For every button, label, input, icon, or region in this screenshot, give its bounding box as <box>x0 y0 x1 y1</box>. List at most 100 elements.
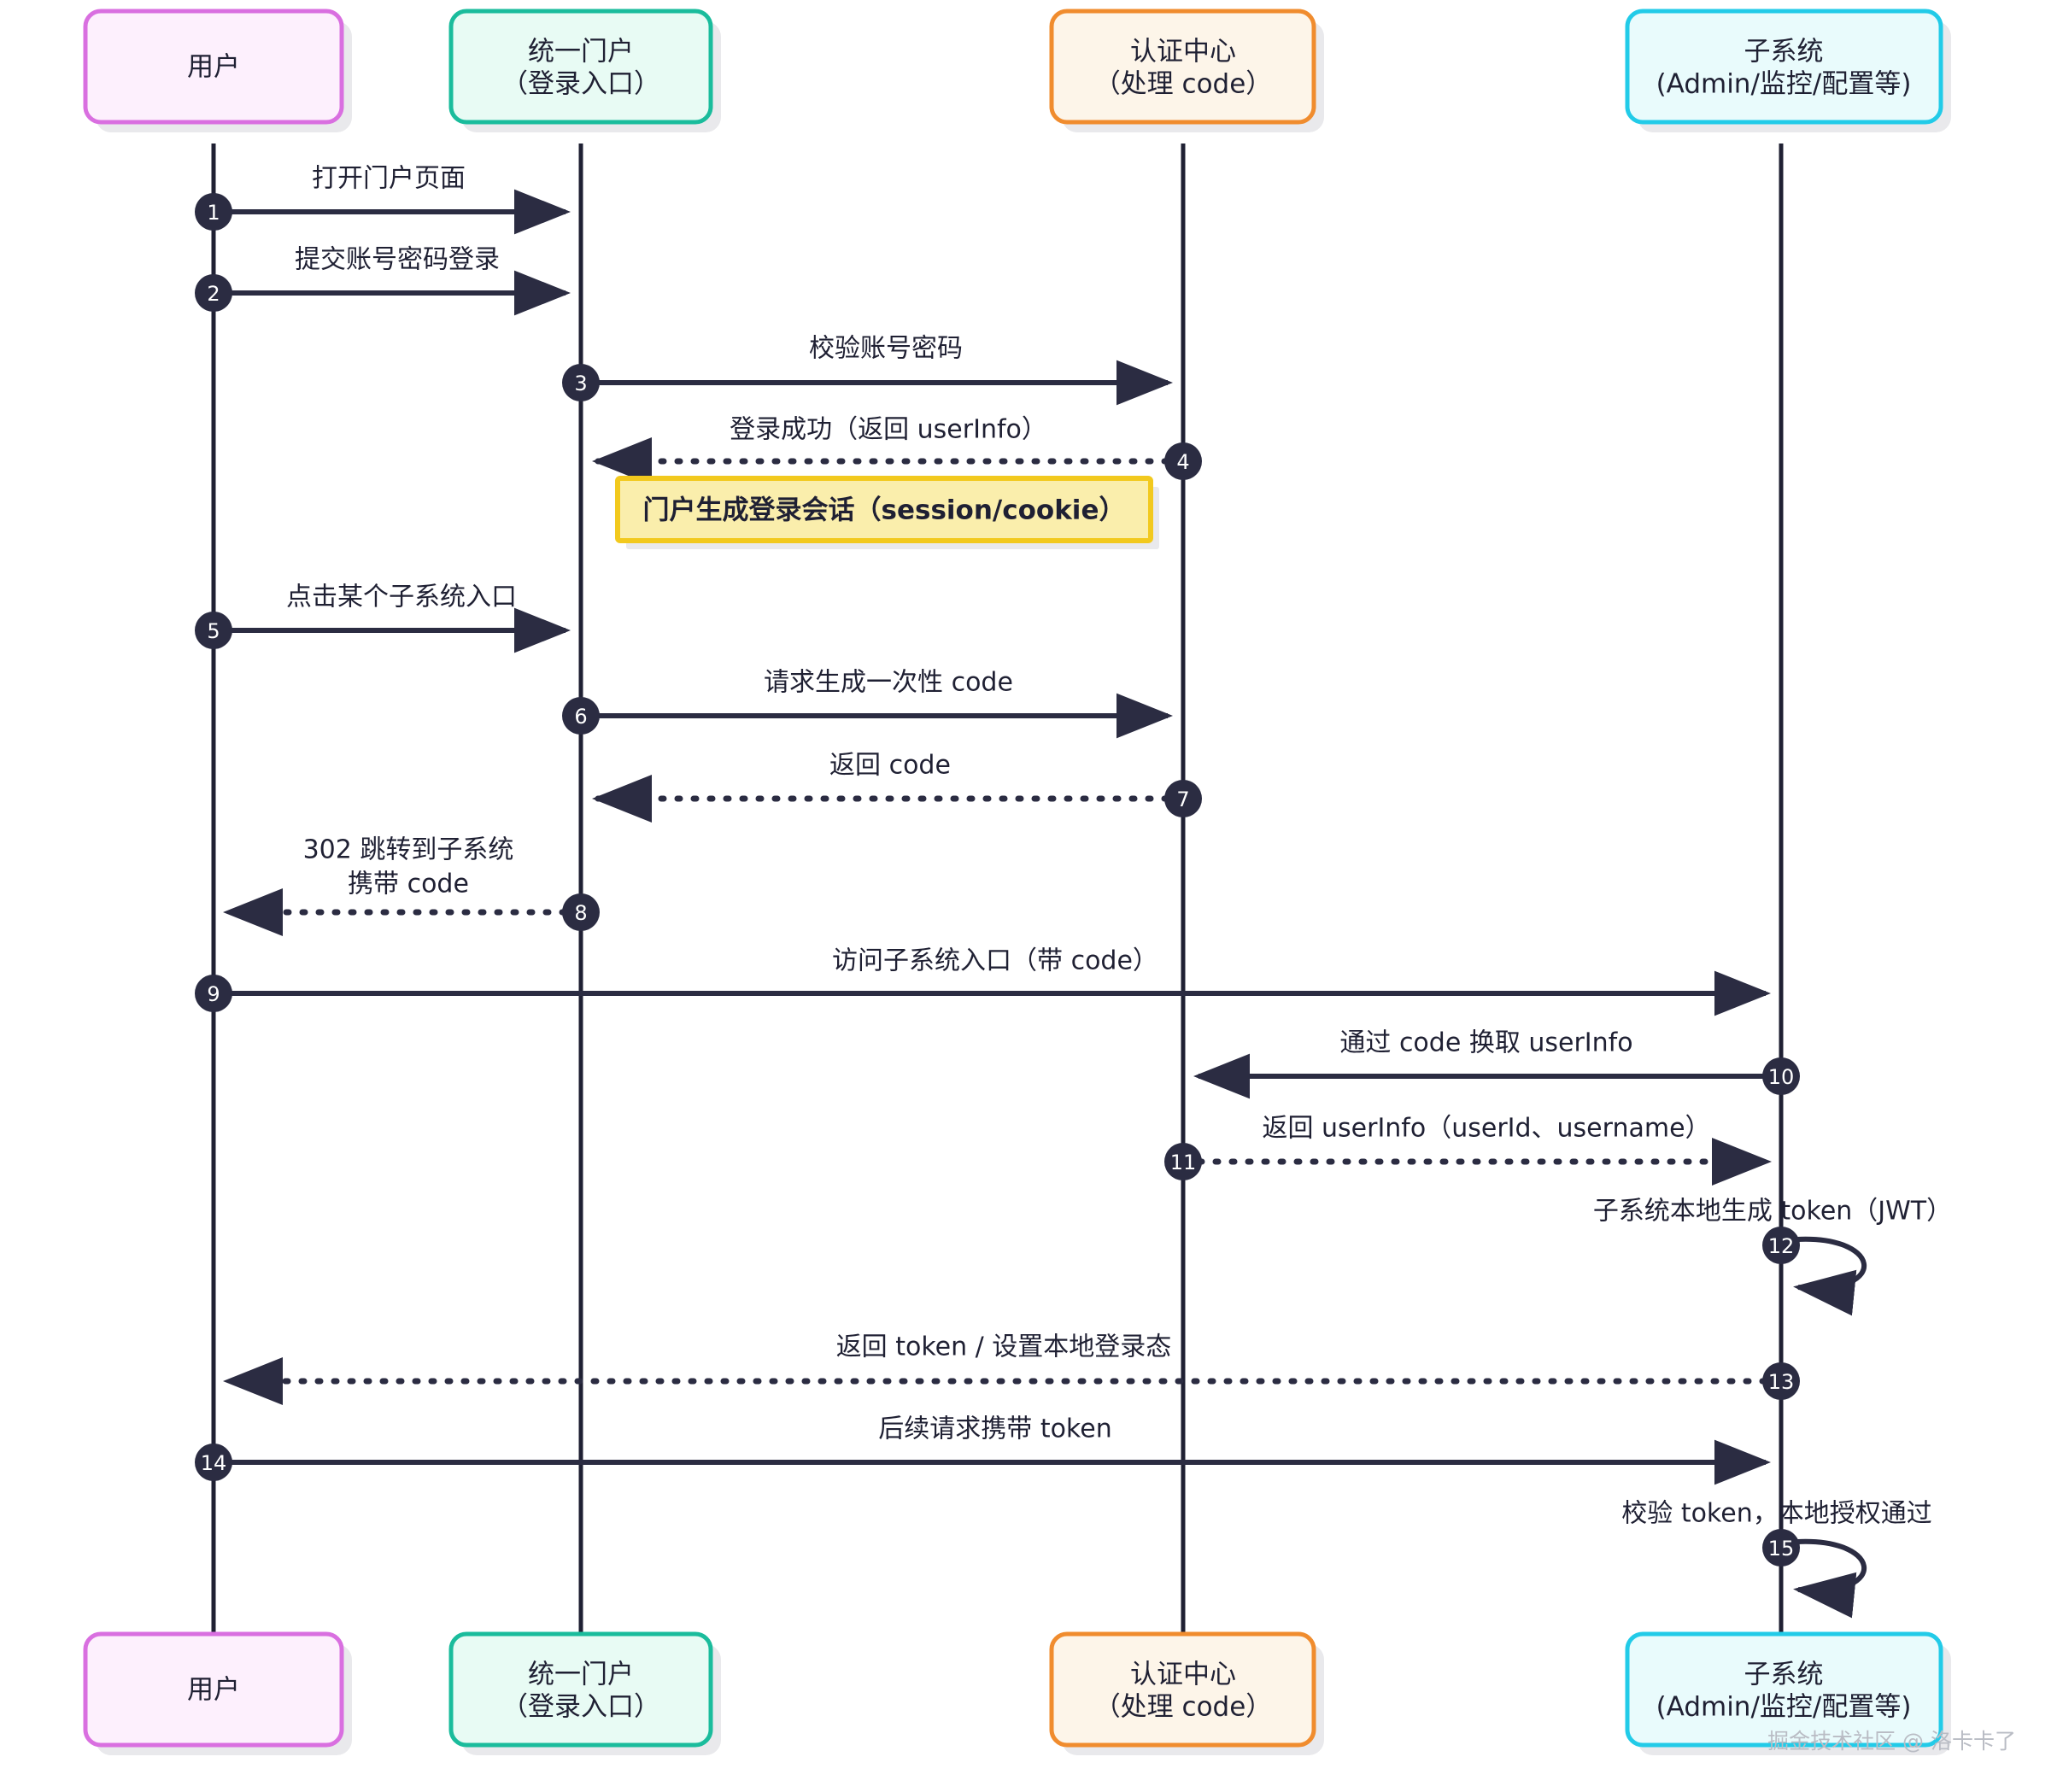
participant-subsystem-bottom[interactable]: 子系统 (Admin/监控/配置等) <box>1625 1631 1951 1755</box>
message-7-seq-badge <box>1164 780 1202 817</box>
message-4: 登录成功（返回 userInfo） 4 <box>592 415 1202 485</box>
participant-user-bottom[interactable]: 用户 <box>83 1631 352 1755</box>
participant-box <box>1625 9 1943 125</box>
message-11: 返回 userInfo（userId、username） 11 <box>1164 1114 1772 1186</box>
participant-box <box>1625 1631 1943 1748</box>
message-9: 访问子系统入口（带 code） 9 <box>195 946 1771 1016</box>
message-15-seq-number: 15 <box>1768 1537 1795 1561</box>
message-6-label: 请求生成一次性 code <box>764 668 1013 698</box>
participant-box <box>83 1631 344 1748</box>
message-9-label: 访问子系统入口（带 code） <box>832 946 1158 976</box>
message-14-seq-badge <box>195 1444 232 1481</box>
participant-box <box>83 9 344 125</box>
message-11-seq-badge <box>1164 1143 1202 1180</box>
participant-user-label: 用户 <box>187 52 240 83</box>
message-13-seq-number: 13 <box>1768 1370 1795 1394</box>
message-13-seq-badge <box>1762 1362 1800 1400</box>
message-10: 通过 code 换取 userInfo 10 <box>1193 1028 1800 1099</box>
participant-auth-bottom[interactable]: 认证中心 （处理 code） <box>1049 1631 1324 1755</box>
watermark-text: 掘金技术社区 @ 洛卡卡了 <box>1767 1729 2016 1754</box>
participant-auth-label-line2: （处理 code） <box>1094 69 1273 100</box>
participant-box <box>1049 1631 1316 1748</box>
message-14-seq-number: 14 <box>201 1451 227 1475</box>
message-1-seq-number: 1 <box>207 201 220 225</box>
message-5-seq-number: 5 <box>207 619 220 643</box>
participant-portal-label-line1: 统一门户 <box>528 1660 634 1690</box>
message-13-label: 返回 token / 设置本地登录态 <box>836 1332 1172 1362</box>
participant-subsystem-label-line2: (Admin/监控/配置等) <box>1656 1692 1912 1723</box>
message-7: 返回 code 7 <box>592 751 1202 823</box>
participant-portal-top[interactable]: 统一门户 （登录入口） <box>448 9 721 132</box>
message-14-label: 后续请求携带 token <box>878 1414 1111 1444</box>
participant-user-label: 用户 <box>187 1675 240 1706</box>
message-5: 点击某个子系统入口 5 <box>195 583 571 653</box>
message-8-seq-badge <box>562 893 600 931</box>
message-10-seq-number: 10 <box>1768 1065 1795 1089</box>
message-3-seq-number: 3 <box>574 372 587 395</box>
participant-boxes-top: 用户 统一门户 （登录入口） 认证中心 （处理 code） 子系统 ( <box>83 9 1951 132</box>
participant-portal-label-line1: 统一门户 <box>528 37 634 67</box>
message-10-seq-badge <box>1762 1057 1800 1095</box>
note-session-label: 门户生成登录会话（session/cookie） <box>643 495 1126 526</box>
message-12-seq-number: 12 <box>1768 1234 1795 1258</box>
message-6: 请求生成一次性 code 6 <box>562 668 1173 739</box>
participant-boxes-bottom: 用户 统一门户 （登录入口） 认证中心 （处理 code） 子系统 ( <box>83 1631 1951 1755</box>
message-8: 302 跳转到子系统 携带 code 8 <box>223 835 600 936</box>
participant-auth-label-line2: （处理 code） <box>1094 1692 1273 1723</box>
message-4-label: 登录成功（返回 userInfo） <box>730 415 1047 445</box>
message-6-seq-badge <box>562 697 600 735</box>
message-8-label-line1: 302 跳转到子系统 <box>303 835 514 865</box>
participant-user-top[interactable]: 用户 <box>83 9 352 132</box>
message-9-seq-badge <box>195 975 232 1012</box>
participant-box <box>448 9 713 125</box>
message-5-seq-badge <box>195 612 232 649</box>
participant-subsystem-label-line1: 子系统 <box>1744 37 1824 67</box>
message-13: 返回 token / 设置本地登录态 13 <box>223 1332 1800 1405</box>
message-15-self-loop <box>1785 1538 1867 1619</box>
message-1-label: 打开门户页面 <box>312 164 466 194</box>
participant-subsystem-top[interactable]: 子系统 (Admin/监控/配置等) <box>1625 9 1951 132</box>
message-15: 校验 token，本地授权通过 15 <box>1621 1499 1932 1619</box>
message-11-seq-number: 11 <box>1170 1151 1197 1174</box>
participant-subsystem-label-line1: 子系统 <box>1744 1660 1824 1690</box>
message-1-seq-badge <box>195 193 232 231</box>
message-8-seq-number: 8 <box>574 901 587 925</box>
participant-subsystem-label-line2: (Admin/监控/配置等) <box>1656 69 1912 100</box>
message-2: 提交账号密码登录 2 <box>195 245 571 316</box>
message-2-seq-number: 2 <box>207 282 220 306</box>
participant-box <box>1049 9 1316 125</box>
participant-portal-bottom[interactable]: 统一门户 （登录入口） <box>448 1631 721 1755</box>
participant-portal-label-line2: （登录入口） <box>501 1692 660 1723</box>
message-11-label: 返回 userInfo（userId、username） <box>1262 1114 1710 1144</box>
message-8-label-line2: 携带 code <box>348 870 469 899</box>
message-3-seq-badge <box>562 364 600 401</box>
message-12-seq-badge <box>1762 1227 1800 1264</box>
message-7-seq-number: 7 <box>1176 788 1189 811</box>
participant-auth-label-line1: 认证中心 <box>1130 37 1236 67</box>
message-12: 子系统本地生成 token（JWT） 12 <box>1593 1197 1952 1316</box>
message-3: 校验账号密码 3 <box>562 334 1173 406</box>
participant-auth-label-line1: 认证中心 <box>1130 1660 1236 1690</box>
participant-auth-top[interactable]: 认证中心 （处理 code） <box>1049 9 1324 132</box>
note-box <box>615 476 1153 543</box>
message-10-label: 通过 code 换取 userInfo <box>1339 1028 1632 1058</box>
message-12-label: 子系统本地生成 token（JWT） <box>1593 1197 1952 1227</box>
message-4-seq-badge <box>1164 442 1202 480</box>
message-2-label: 提交账号密码登录 <box>295 245 500 275</box>
participant-box <box>448 1631 713 1748</box>
message-15-label: 校验 token，本地授权通过 <box>1621 1499 1931 1529</box>
message-1: 打开门户页面 1 <box>195 164 571 235</box>
participant-portal-label-line2: （登录入口） <box>501 69 660 100</box>
message-9-seq-number: 9 <box>207 982 220 1006</box>
message-2-seq-badge <box>195 274 232 312</box>
message-6-seq-number: 6 <box>574 705 587 729</box>
message-15-seq-badge <box>1762 1529 1800 1567</box>
message-3-label: 校验账号密码 <box>809 334 963 364</box>
message-4-seq-number: 4 <box>1176 450 1189 474</box>
message-7-label: 返回 code <box>829 751 951 781</box>
message-12-self-loop <box>1785 1236 1867 1316</box>
note-session: 门户生成登录会话（session/cookie） <box>615 476 1159 549</box>
message-5-label: 点击某个子系统入口 <box>286 583 517 612</box>
